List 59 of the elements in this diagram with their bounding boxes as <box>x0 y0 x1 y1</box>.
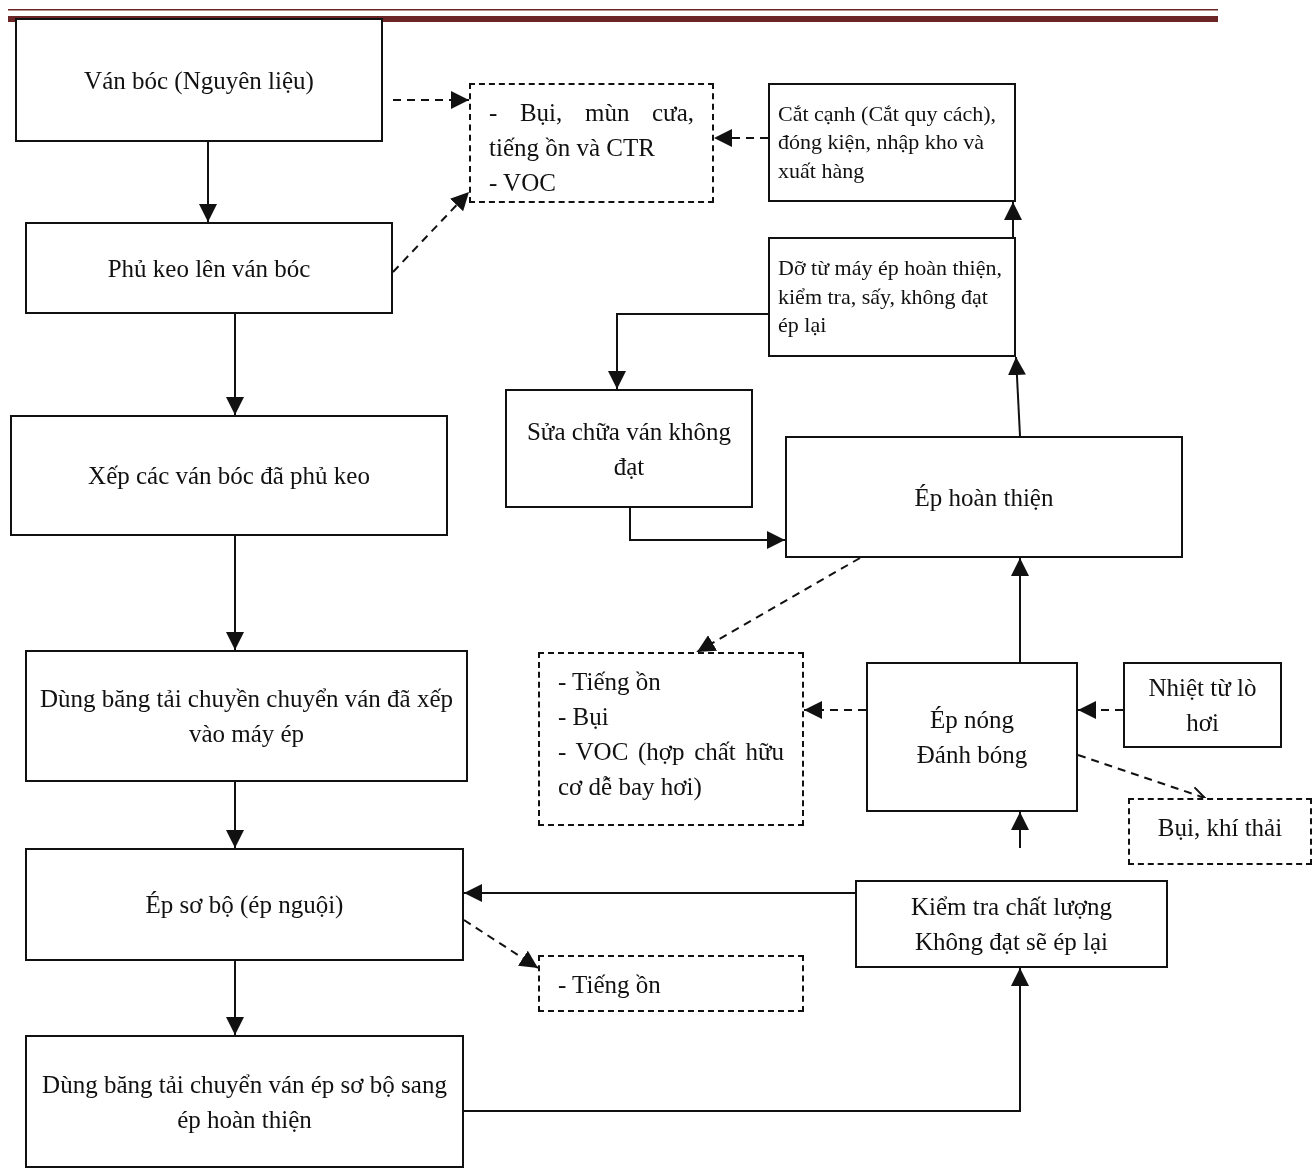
arrow <box>226 781 244 849</box>
node-text: Cắt cạnh (Cắt quy cách), đóng kiện, nhập kho và xuất hàng <box>778 99 998 185</box>
node-text: Phủ keo lên ván bóc <box>106 253 312 284</box>
process-box <box>10 415 448 536</box>
arrow <box>1011 557 1029 663</box>
node-text: - VOC <box>489 168 557 198</box>
process-box <box>505 389 753 508</box>
emission-box <box>469 83 714 203</box>
arrow <box>803 701 867 719</box>
emission-box <box>1128 798 1312 865</box>
arrow <box>463 884 856 902</box>
arrow <box>199 141 217 223</box>
process-box <box>866 662 1078 812</box>
node-text: Xếp các ván bóc đã phủ keo <box>87 461 371 491</box>
arrow <box>463 967 1029 1112</box>
node-text: - Tiếng ồn <box>558 667 662 697</box>
node-text: - Bụi <box>558 702 610 732</box>
node-text: Ép sơ bộ (ép nguội) <box>144 890 345 921</box>
node-text: - Tiếng ồn <box>558 970 662 1000</box>
arrow <box>608 313 769 390</box>
process-box <box>25 222 393 314</box>
arrow <box>392 191 470 273</box>
arrow <box>1007 356 1026 437</box>
process-box <box>768 237 1016 357</box>
emission-box <box>538 652 804 826</box>
node-text: Sửa chữa ván không đạt <box>525 416 733 482</box>
node-text: Đánh bóng <box>915 740 1029 770</box>
node-text: Ép nóng <box>929 705 1015 735</box>
node-text: - VOC (hợp chất hữu cơ dễ bay hơi) <box>558 737 784 803</box>
node-text: Kiểm tra chất lượng <box>910 892 1113 922</box>
arrow <box>226 535 244 651</box>
arrow <box>713 129 769 147</box>
emission-box <box>538 955 804 1012</box>
process-box <box>25 650 468 782</box>
process-box <box>25 848 464 961</box>
arrow <box>392 91 470 109</box>
node-text: Dỡ từ máy ép hoàn thiện, kiểm tra, sấy, không đạt ép lại <box>778 254 1003 340</box>
process-box <box>25 1035 464 1168</box>
arrow <box>1004 201 1022 238</box>
arrow <box>226 313 244 416</box>
arrow <box>463 919 539 969</box>
node-text: - Bụi, mùn cưa, tiếng ồn và CTR <box>489 98 694 163</box>
node-text: Ván bóc (Nguyên liệu) <box>83 65 315 97</box>
node-text: Dùng băng tải chuyển ván ép sơ bộ sang ép hoàn thiện <box>41 1069 448 1135</box>
node-text: Không đạt sẽ ép lại <box>914 927 1109 957</box>
arrow <box>696 557 861 653</box>
process-box <box>785 436 1183 558</box>
process-box <box>768 83 1016 202</box>
arrow <box>1077 701 1124 719</box>
node-text: Ép hoàn thiện <box>913 482 1055 513</box>
arrow <box>226 960 244 1036</box>
node-text: Bụi, khí thải <box>1156 813 1284 843</box>
process-box <box>15 18 383 142</box>
process-box <box>855 880 1168 968</box>
node-text: Nhiệt từ lò hơi <box>1147 673 1258 738</box>
arrow <box>629 507 786 549</box>
arrow <box>1011 811 1029 849</box>
node-text: Dùng băng tải chuyền chuyển ván đã xếp vào máy ép <box>38 684 455 749</box>
process-box <box>1123 662 1282 748</box>
